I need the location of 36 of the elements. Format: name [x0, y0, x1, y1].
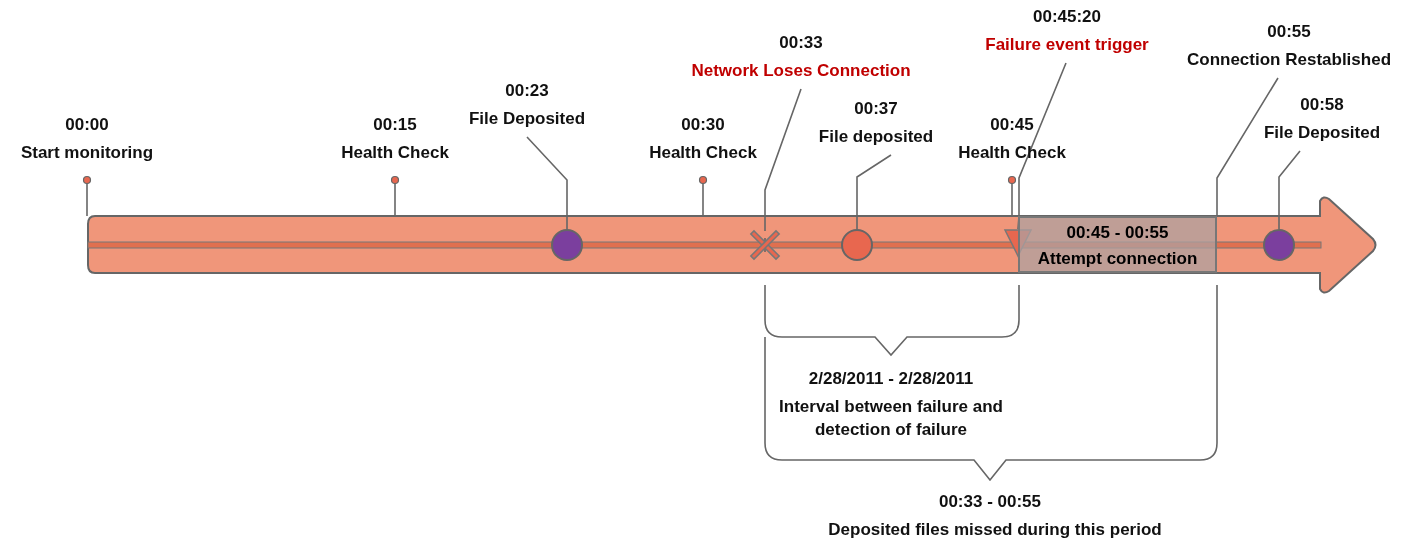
leader-line [1216, 77, 1279, 217]
leader-line [390, 175, 400, 217]
time-span-box [1018, 216, 1217, 273]
leader-line [526, 136, 568, 230]
event-label: File Deposited [468, 108, 586, 130]
timestamp: 00:55 [1266, 21, 1312, 43]
timestamp: 00:30 [680, 114, 726, 136]
leader-line [1007, 175, 1017, 217]
interval-description: Interval between failure and detection of failure [778, 396, 1004, 441]
event-label: Health Check [649, 142, 757, 164]
event-label: Health Check [341, 142, 449, 164]
timestamp: 00:00 [64, 114, 110, 136]
event-label: Failure event trigger [985, 34, 1149, 56]
timestamp: 00:15 [372, 114, 418, 136]
timestamp: 00:33 [778, 32, 824, 54]
timestamp: 00:37 [853, 98, 899, 120]
leader-line [82, 175, 92, 217]
event-label: File Deposited [1263, 122, 1381, 144]
leader-line [1278, 150, 1301, 230]
timestamp: 00:23 [504, 80, 550, 102]
leader-line [764, 88, 802, 232]
time-range: 00:45 - 00:55 [1065, 222, 1170, 244]
timestamp: 00:58 [1299, 94, 1345, 116]
event-label: Connection Restablished [1187, 49, 1391, 71]
interval-range: 00:33 - 00:55 [937, 491, 1043, 513]
interval-description: Deposited files missed during this period [827, 519, 1163, 541]
event-label: Start monitoring [20, 142, 154, 164]
interval-range: 2/28/2011 - 2/28/2011 [807, 368, 975, 390]
leader-line [856, 154, 892, 230]
event-label: Network Loses Connection [691, 60, 911, 82]
span-label: Attempt connection [1036, 248, 1199, 270]
leader-line [1017, 62, 1067, 230]
timestamp: 00:45 [989, 114, 1035, 136]
timestamp: 00:45:20 [1031, 6, 1103, 28]
leader-line [698, 175, 708, 217]
event-label: File deposited [818, 126, 934, 148]
